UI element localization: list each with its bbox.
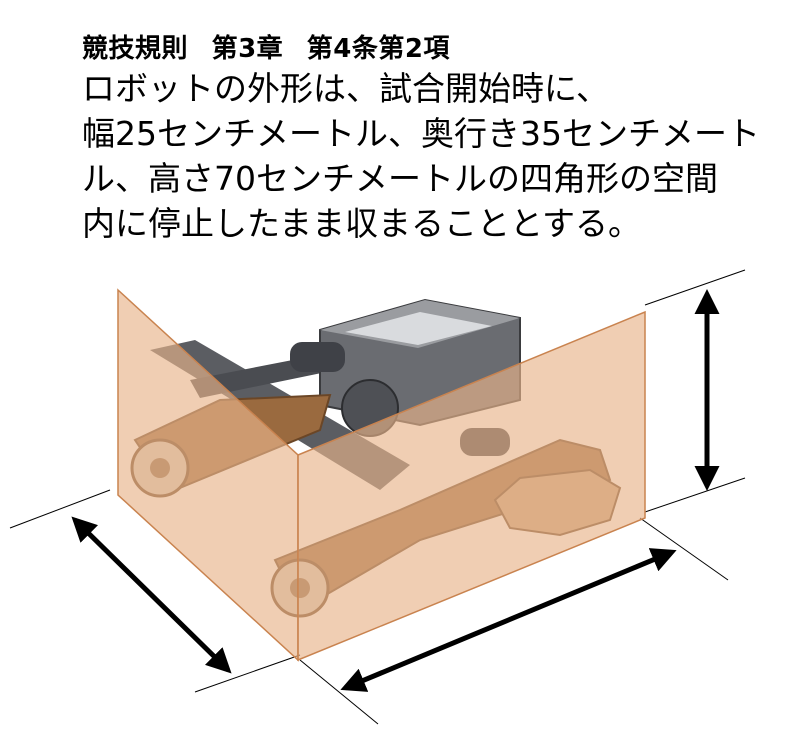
rule-text-line-3: ル、高さ70センチメートルの四角形の空間 (82, 159, 718, 198)
width-arrow (71, 516, 232, 674)
rule-article: 第4条第2項 (306, 34, 450, 64)
extension-line (644, 269, 746, 306)
side-panel (117, 288, 299, 662)
extension-line (194, 654, 301, 693)
robot-motor (290, 342, 345, 372)
rule-text-line-1: ロボットの外形は、試合開始時に、 (82, 69, 610, 108)
rule-text-line-4: 内に停止したまま収まることとする。 (82, 204, 642, 243)
extension-line (639, 517, 729, 581)
extension-lines (9, 269, 746, 725)
extension-line (299, 659, 379, 725)
rule-text: ロボットの外形は、試合開始時に、 幅25センチメートル、奥行き35センチメート … (82, 66, 760, 246)
extension-line (9, 489, 111, 529)
rule-text-line-2: 幅25センチメートル、奥行き35センチメート (82, 114, 760, 153)
robot-cover (345, 312, 492, 345)
rule-title: 競技規則 (82, 34, 189, 64)
dimension-arrows (71, 289, 720, 692)
rule-chapter: 第3章 (211, 34, 284, 64)
rule-heading: 競技規則 第3章 第4条第2項 (82, 28, 464, 65)
extension-line (644, 477, 746, 513)
depth-arrow (340, 548, 677, 692)
